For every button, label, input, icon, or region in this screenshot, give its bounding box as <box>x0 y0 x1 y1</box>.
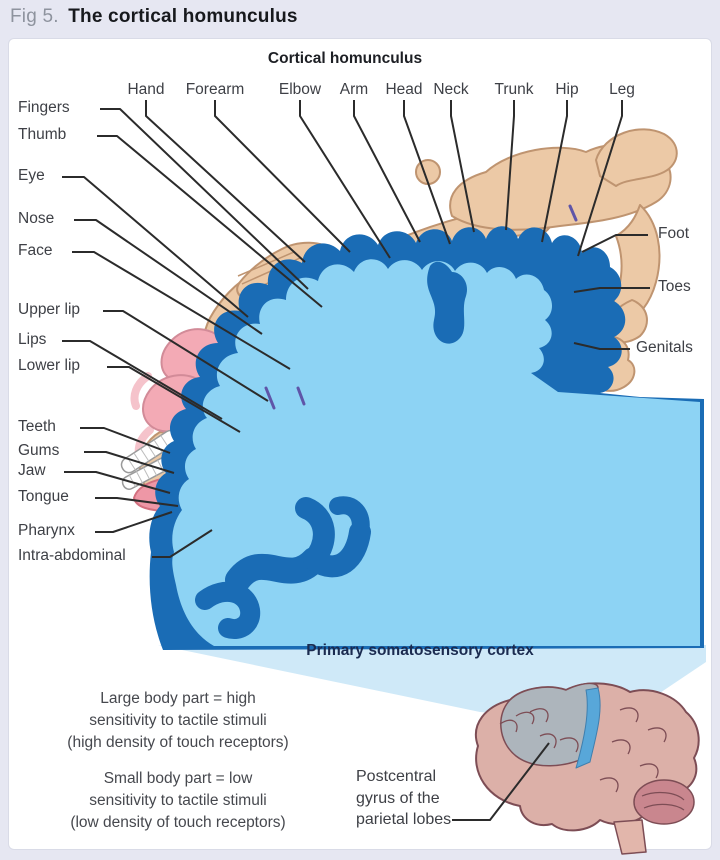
brain-label-line: Postcentral <box>356 768 437 785</box>
line-nose <box>74 219 263 335</box>
label-arm: Arm <box>339 81 369 98</box>
line-fingers <box>100 108 309 290</box>
line-jaw <box>64 471 171 494</box>
line-teeth <box>80 427 171 454</box>
line-arm <box>353 100 421 243</box>
label-elbow: Elbow <box>278 81 322 98</box>
label-thumb: Thumb <box>18 126 67 143</box>
line-elbow <box>299 100 391 259</box>
label-head: Head <box>385 81 423 98</box>
label-trunk: Trunk <box>494 81 534 98</box>
brain-gyri-lines <box>499 707 667 793</box>
line-tongue <box>95 497 179 507</box>
cerebellum-shape <box>633 779 695 825</box>
line-neck <box>450 100 475 233</box>
sulci-squiggles <box>195 261 468 639</box>
line-intra-abdominal <box>152 529 213 558</box>
note-large-body-part: Large body part = high sensitivity to ta… <box>18 688 338 754</box>
postcentral-gyrus-label: Postcentral gyrus of the parietal lobes <box>356 766 451 831</box>
note-line: Large body part = high <box>100 690 256 707</box>
note-small-body-part: Small body part = low sensitivity to tac… <box>18 768 338 834</box>
line-genitals <box>573 342 630 350</box>
note-line: (low density of touch receptors) <box>70 814 286 831</box>
line-hand <box>145 100 306 263</box>
cortex-caption: Primary somatosensory cortex <box>306 642 534 659</box>
label-face: Face <box>18 242 53 259</box>
sulcus-accents <box>264 204 578 410</box>
label-neck: Neck <box>433 81 469 98</box>
note-line: (high density of touch receptors) <box>67 734 289 751</box>
label-foot: Foot <box>658 225 690 242</box>
cerebellum-folds <box>641 791 685 811</box>
brain-label-line: gyrus of the <box>356 789 440 807</box>
label-lines <box>62 100 650 558</box>
note-line: sensitivity to tactile stimuli <box>89 712 267 729</box>
brain-illustration <box>475 682 700 855</box>
line-lower-lip <box>107 366 241 433</box>
line-thumb <box>97 135 323 308</box>
line-pharynx <box>95 511 173 533</box>
line-trunk <box>505 100 515 231</box>
label-jaw: Jaw <box>18 462 46 479</box>
line-lips <box>62 340 223 420</box>
line-leg <box>577 100 623 257</box>
label-forearm: Forearm <box>185 81 245 98</box>
line-toes <box>573 287 650 293</box>
postcentral-gyrus-highlight <box>575 687 601 769</box>
line-gums <box>84 451 175 474</box>
label-eye: Eye <box>18 167 45 184</box>
label-hip: Hip <box>555 81 579 98</box>
diagram-title: Cortical homunculus <box>267 50 423 67</box>
figure-title: The cortical homunculus <box>68 6 298 27</box>
label-pharynx: Pharynx <box>18 522 75 539</box>
line-hip <box>541 100 568 243</box>
label-intra-abdominal: Intra-abdominal <box>18 547 126 564</box>
label-gums: Gums <box>18 442 60 459</box>
line-head <box>403 100 451 245</box>
note-line: Small body part = low <box>103 770 253 787</box>
line-eye <box>62 176 249 318</box>
figure-number: Fig 5. <box>10 6 59 27</box>
brain-label-line: parietal lobes <box>356 811 452 828</box>
line-postcentral-gyrus <box>452 742 550 821</box>
brainstem-shape <box>613 819 647 855</box>
label-leg: Leg <box>609 81 635 98</box>
line-face <box>72 251 291 370</box>
label-teeth: Teeth <box>18 418 56 435</box>
raised-leg-shape <box>595 128 678 187</box>
label-tongue: Tongue <box>18 488 69 505</box>
label-nose: Nose <box>18 210 55 227</box>
line-upper-lip <box>103 310 269 402</box>
label-genitals: Genitals <box>636 339 693 356</box>
label-lips: Lips <box>18 331 47 348</box>
label-lower-lip: Lower lip <box>18 357 81 374</box>
label-toes: Toes <box>658 278 691 295</box>
label-fingers: Fingers <box>18 99 70 116</box>
note-line: sensitivity to tactile stimuli <box>89 792 267 809</box>
line-foot <box>581 234 648 253</box>
label-upper-lip: Upper lip <box>18 301 81 318</box>
line-forearm <box>214 100 351 253</box>
label-hand: Hand <box>127 81 165 98</box>
cortex-inner <box>172 259 700 646</box>
figure-header: Fig 5. The cortical homunculus <box>10 6 298 28</box>
